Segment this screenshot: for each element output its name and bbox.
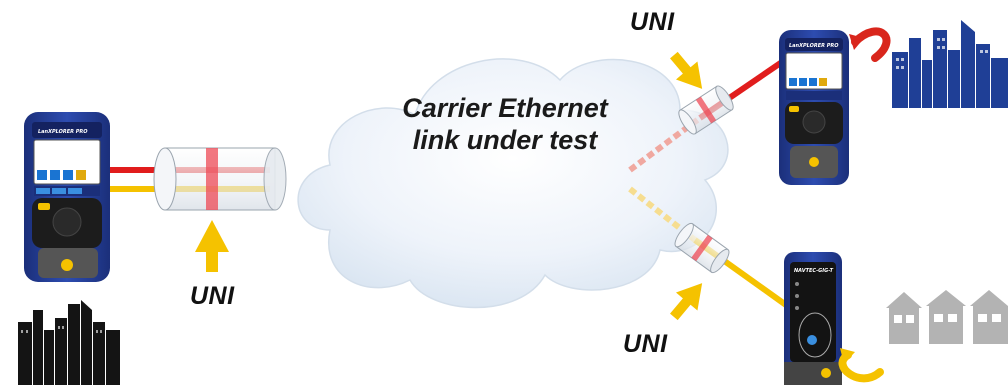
remote-unit-label: NAVTEC-GIG-T bbox=[794, 268, 834, 274]
uni-label-lower-right: UNI bbox=[623, 330, 668, 358]
city-skyline-dark-icon bbox=[18, 300, 120, 385]
lanxplorer-device-left: LanXPLORER PRO bbox=[24, 112, 110, 282]
rotate-arrow-red-icon bbox=[849, 27, 891, 62]
houses-grey-icon bbox=[886, 290, 1008, 344]
rotate-arrow-yellow-icon bbox=[838, 348, 884, 383]
cloud-title: Carrier Ethernet link under test bbox=[375, 92, 635, 156]
device-model-label-upper-right: LanXPLORER PRO bbox=[789, 43, 839, 49]
uni-tube-lower-right bbox=[674, 222, 730, 274]
remote-unit-lower-right: NAVTEC-GIG-T bbox=[784, 252, 842, 385]
carrier-cloud bbox=[297, 58, 729, 309]
uni-tube-upper-right bbox=[678, 85, 734, 135]
cloud-title-line2: link under test bbox=[412, 125, 598, 155]
device-model-label-left: LanXPLORER PRO bbox=[38, 129, 88, 135]
uni-arrow-left bbox=[195, 220, 229, 272]
uni-label-upper-right: UNI bbox=[630, 8, 675, 36]
uni-label-left: UNI bbox=[190, 282, 235, 310]
cloud-title-line1: Carrier Ethernet bbox=[402, 93, 608, 123]
city-skyline-blue-icon bbox=[892, 20, 1008, 108]
uni-tube-left bbox=[153, 147, 287, 211]
uni-arrow-upper-right bbox=[670, 51, 703, 89]
uni-arrow-lower-right bbox=[670, 283, 703, 321]
lanxplorer-device-upper-right: LanXPLORER PRO bbox=[779, 30, 849, 185]
